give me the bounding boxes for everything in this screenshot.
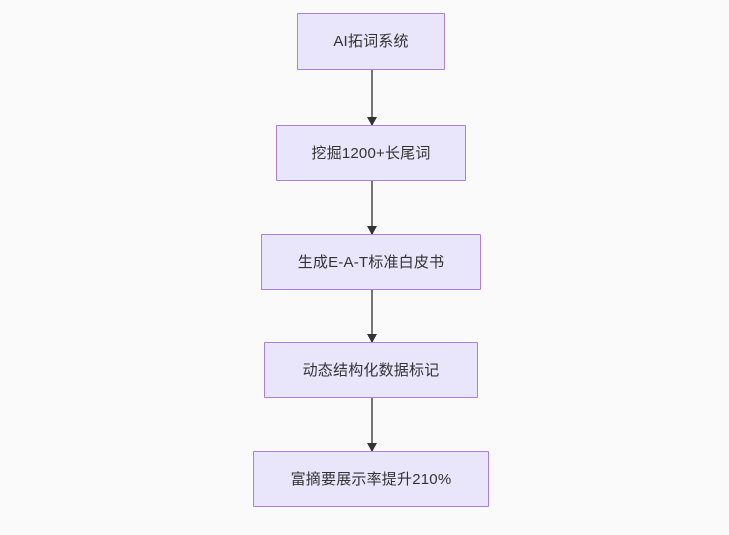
flow-node-label: AI拓词系统	[333, 33, 409, 50]
flow-node-rich-snippet-impression-lift[interactable]: 富摘要展示率提升210%	[253, 451, 489, 507]
flow-edge-node1-node2	[367, 70, 377, 126]
flow-edge-node4-node5	[367, 398, 377, 452]
edge-line	[371, 181, 373, 234]
arrow-head-icon	[367, 117, 377, 126]
arrow-head-icon	[367, 226, 377, 235]
flow-node-label: 生成E-A-T标准白皮书	[297, 253, 445, 271]
flow-node-label: 挖掘1200+长尾词	[311, 144, 431, 162]
flow-node-generate-eat-whitepaper[interactable]: 生成E-A-T标准白皮书	[261, 234, 481, 290]
arrow-head-icon	[367, 443, 377, 452]
edge-line	[371, 70, 373, 125]
flow-node-label: 动态结构化数据标记	[302, 361, 440, 379]
flow-node-ai-keyword-system[interactable]: AI拓词系统	[297, 13, 445, 70]
flow-node-mine-longtail-keywords[interactable]: 挖掘1200+长尾词	[276, 125, 466, 181]
arrow-head-icon	[367, 334, 377, 343]
flow-node-label: 富摘要展示率提升210%	[290, 470, 452, 488]
edge-line	[371, 290, 373, 342]
edge-line	[371, 398, 373, 451]
flow-node-dynamic-structured-data-markup[interactable]: 动态结构化数据标记	[264, 342, 478, 398]
flow-edge-node2-node3	[367, 181, 377, 235]
flow-edge-node3-node4	[367, 290, 377, 343]
